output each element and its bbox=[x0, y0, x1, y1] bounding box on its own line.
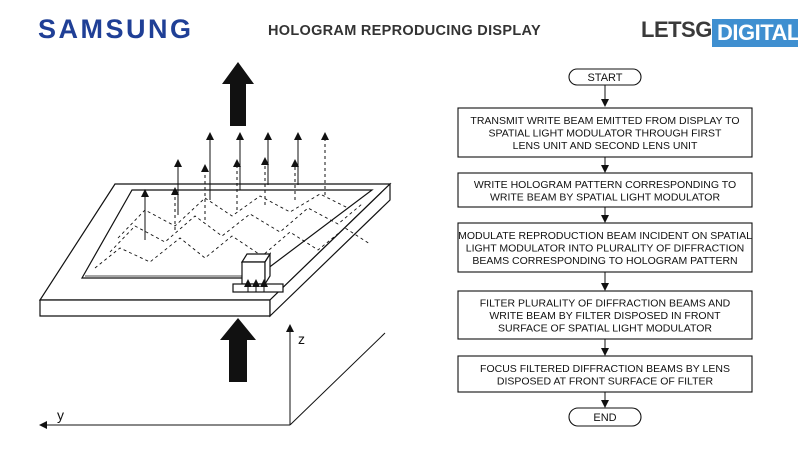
flowchart-step-5: FOCUS FILTERED DIFFRACTION BEAMS BY LENS… bbox=[457, 355, 753, 393]
axis-y-label: y bbox=[57, 407, 64, 423]
flowchart-step-box bbox=[457, 172, 753, 208]
flowchart-step-box bbox=[457, 290, 753, 340]
flowchart-step-1: TRANSMIT WRITE BEAM EMITTED FROM DISPLAY… bbox=[457, 107, 753, 158]
flowchart-step-text: LIGHT MODULATOR INTO PLURALITY OF DIFFRA… bbox=[466, 243, 744, 255]
flowchart-step-2: WRITE HOLOGRAM PATTERN CORRESPONDING TOW… bbox=[457, 172, 753, 208]
flowchart-end-node: END bbox=[568, 407, 642, 427]
flowchart-step-text: TRANSMIT WRITE BEAM EMITTED FROM DISPLAY… bbox=[470, 115, 739, 127]
letsgodigital-logo-digital: DIGITAL bbox=[712, 19, 798, 47]
flowchart-step-text: DISPOSED AT FRONT SURFACE OF FILTER bbox=[497, 375, 714, 387]
flowchart-step-text: MODULATE REPRODUCTION BEAM INCIDENT ON S… bbox=[458, 230, 752, 242]
samsung-logo: SAMSUNG bbox=[38, 14, 194, 44]
diffraction-beam-arrows bbox=[141, 132, 329, 240]
cube-beam-arrows bbox=[244, 279, 268, 292]
flowchart-step-3: MODULATE REPRODUCTION BEAM INCIDENT ON S… bbox=[457, 222, 753, 273]
start-label: START bbox=[587, 72, 622, 84]
flowchart-steps: TRANSMIT WRITE BEAM EMITTED FROM DISPLAY… bbox=[457, 107, 753, 393]
flowchart-step-text: FOCUS FILTERED DIFFRACTION BEAMS BY LENS bbox=[480, 363, 730, 375]
flowchart-step-text: WRITE BEAM BY FILTER DISPOSED IN FRONT bbox=[489, 310, 721, 322]
flowchart-step-4: FILTER PLURALITY OF DIFFRACTION BEAMS AN… bbox=[457, 290, 753, 340]
flowchart-step-text: SURFACE OF SPATIAL LIGHT MODULATOR bbox=[498, 323, 712, 335]
end-label: END bbox=[593, 412, 616, 424]
flowchart-step-box bbox=[457, 355, 753, 393]
flowchart-step-text: BEAMS CORRESPONDING TO HOLOGRAM PATTERN bbox=[472, 255, 737, 267]
input-beam-arrow-icon bbox=[220, 318, 256, 382]
flowchart-step-text: WRITE HOLOGRAM PATTERN CORRESPONDING TO bbox=[474, 179, 736, 191]
output-beam-arrow-icon bbox=[222, 62, 254, 126]
coordinate-axes bbox=[39, 324, 386, 429]
flowchart-step-box bbox=[457, 222, 753, 273]
flowchart-step-text: LENS UNIT AND SECOND LENS UNIT bbox=[513, 140, 698, 152]
flowchart-step-text: SPATIAL LIGHT MODULATOR THROUGH FIRST bbox=[489, 128, 723, 140]
flowchart-start-node: START bbox=[568, 68, 642, 86]
page-title: HOLOGRAM REPRODUCING DISPLAY bbox=[268, 23, 541, 39]
display-device-illustration bbox=[38, 182, 392, 318]
flowchart-step-box bbox=[457, 107, 753, 158]
flowchart-step-text: FILTER PLURALITY OF DIFFRACTION BEAMS AN… bbox=[480, 298, 731, 310]
axis-z-label: z bbox=[298, 331, 305, 347]
flowchart-step-text: WRITE BEAM BY SPATIAL LIGHT MODULATOR bbox=[490, 191, 720, 203]
